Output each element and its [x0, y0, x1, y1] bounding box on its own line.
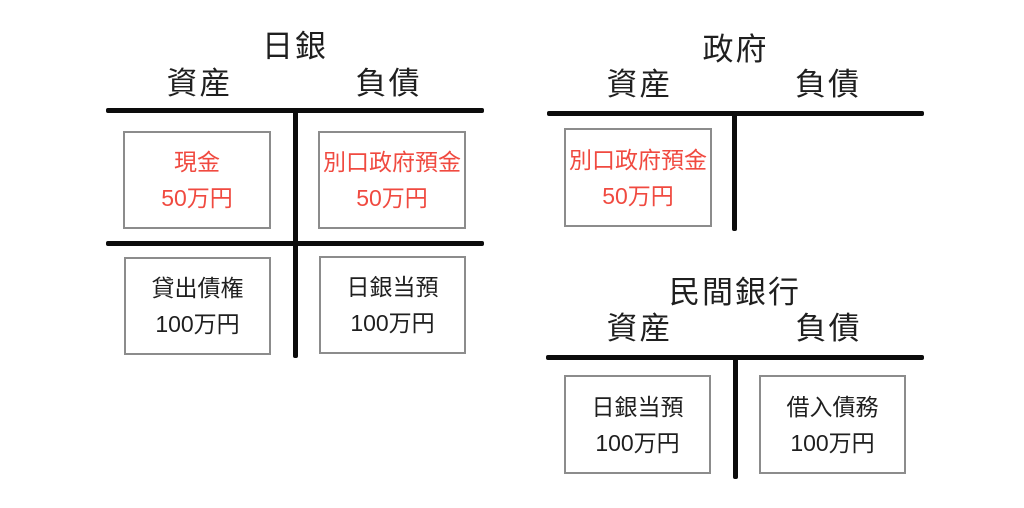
entry-box-boj-betsuguchi-deposit: 別口政府預金 50万円 [318, 131, 466, 229]
t-account-separator-line-boj [106, 241, 484, 246]
entry-name: 貸出債権 [151, 275, 244, 301]
entry-box-boj-cash: 現金 50万円 [123, 131, 271, 229]
assets-header-government: 資産 [606, 67, 673, 102]
entry-name: 別口政府預金 [569, 146, 707, 173]
entry-name: 日銀当預 [591, 393, 684, 420]
liabilities-header-private-bank: 負債 [795, 311, 862, 346]
entry-amount: 100万円 [790, 429, 875, 456]
t-account-divider-line-private-bank [733, 355, 738, 479]
entry-name: 日銀当預 [346, 274, 439, 300]
assets-header-private-bank: 資産 [606, 311, 673, 346]
account-title-private-bank: 民間銀行 [669, 275, 801, 310]
t-account-divider-line-boj [293, 108, 298, 358]
entry-box-private-bank-borrowing-debt: 借入債務 100万円 [759, 375, 906, 474]
entry-amount: 100万円 [595, 429, 680, 456]
entry-box-boj-loan-receivable: 貸出債権 100万円 [124, 257, 271, 355]
account-title-government: 政府 [702, 32, 769, 67]
entry-name: 借入債務 [786, 393, 879, 420]
entry-amount: 100万円 [155, 311, 240, 337]
entry-amount: 50万円 [161, 185, 233, 211]
entry-box-boj-current-account: 日銀当預 100万円 [319, 256, 466, 354]
entry-amount: 50万円 [602, 182, 674, 209]
entry-name: 現金 [174, 149, 220, 175]
t-account-boj: 日銀 資産 負債 現金 50万円 別口政府預金 50万円 貸出債権 100万円 … [106, 20, 484, 365]
assets-header-boj: 資産 [166, 66, 233, 101]
liabilities-header-boj: 負債 [355, 66, 422, 101]
entry-amount: 100万円 [350, 310, 435, 336]
entry-name: 別口政府預金 [323, 149, 461, 175]
t-account-government: 政府 資産 負債 別口政府預金 50万円 [547, 20, 924, 235]
entry-box-government-betsuguchi-deposit: 別口政府預金 50万円 [564, 128, 712, 227]
t-account-divider-line-government [732, 111, 737, 231]
account-title-boj: 日銀 [262, 29, 328, 64]
entry-box-private-bank-boj-current-account: 日銀当預 100万円 [564, 375, 711, 474]
t-account-private-bank: 民間銀行 資産 負債 日銀当預 100万円 借入債務 100万円 [546, 268, 924, 483]
entry-amount: 50万円 [356, 185, 428, 211]
liabilities-header-government: 負債 [795, 67, 861, 102]
